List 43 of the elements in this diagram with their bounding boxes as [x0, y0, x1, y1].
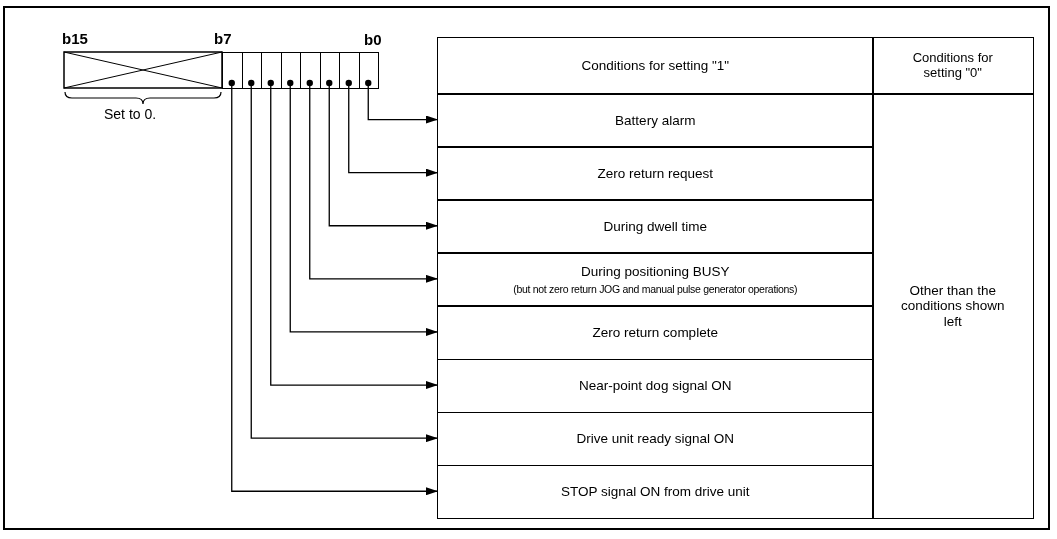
- bit-cell: [319, 52, 341, 90]
- table-cell: [437, 305, 874, 360]
- table-cell: [437, 146, 874, 201]
- condition-text: Conditions for setting "0": [911, 50, 994, 81]
- note-text: Set to 0.: [104, 106, 157, 122]
- condition-text: Drive unit ready signal ON: [576, 431, 735, 447]
- arrow: [287, 79, 438, 336]
- table-header-cell: [872, 37, 1034, 95]
- arrow: [228, 79, 438, 496]
- condition-text: STOP signal ON from drive unit: [560, 484, 750, 500]
- bit-cell: [300, 52, 321, 90]
- bit-label: b0: [364, 31, 382, 48]
- condition-note: (but not zero return JOG and manual pulse generator operations): [513, 282, 798, 295]
- bit-label: b7: [214, 30, 232, 47]
- arrow: [345, 79, 438, 177]
- table-cell: [437, 464, 874, 520]
- arrow: [267, 79, 438, 390]
- table-cell: [437, 411, 874, 467]
- bit-cell: [280, 52, 302, 90]
- condition-text: During positioning BUSY: [580, 264, 730, 280]
- condition-text: Battery alarm: [615, 112, 696, 129]
- condition-text: Conditions for setting "1": [581, 58, 730, 74]
- arrow: [365, 79, 438, 124]
- condition-text: During dwell time: [603, 218, 707, 235]
- condition-text: Zero return request: [597, 165, 714, 182]
- bit-cell: [222, 52, 243, 90]
- table-header-cell: [437, 37, 874, 95]
- arrow: [326, 79, 438, 230]
- table-cell: [437, 199, 874, 254]
- bit-cell: [241, 52, 263, 90]
- table-cell: [437, 252, 874, 307]
- condition-text: Other than the conditions shown left: [899, 282, 1006, 330]
- bit-cell: [339, 52, 360, 90]
- table-cell: [437, 93, 874, 148]
- bit-cell: [261, 52, 282, 90]
- arrow: [248, 79, 438, 443]
- bit-cell: [358, 52, 380, 90]
- condition-text: Zero return complete: [592, 324, 718, 341]
- bit-label: b15: [62, 30, 88, 47]
- table-cell: [872, 93, 1034, 520]
- condition-text: Near-point dog signal ON: [579, 378, 732, 394]
- arrow: [306, 79, 438, 283]
- table-cell: [437, 358, 874, 414]
